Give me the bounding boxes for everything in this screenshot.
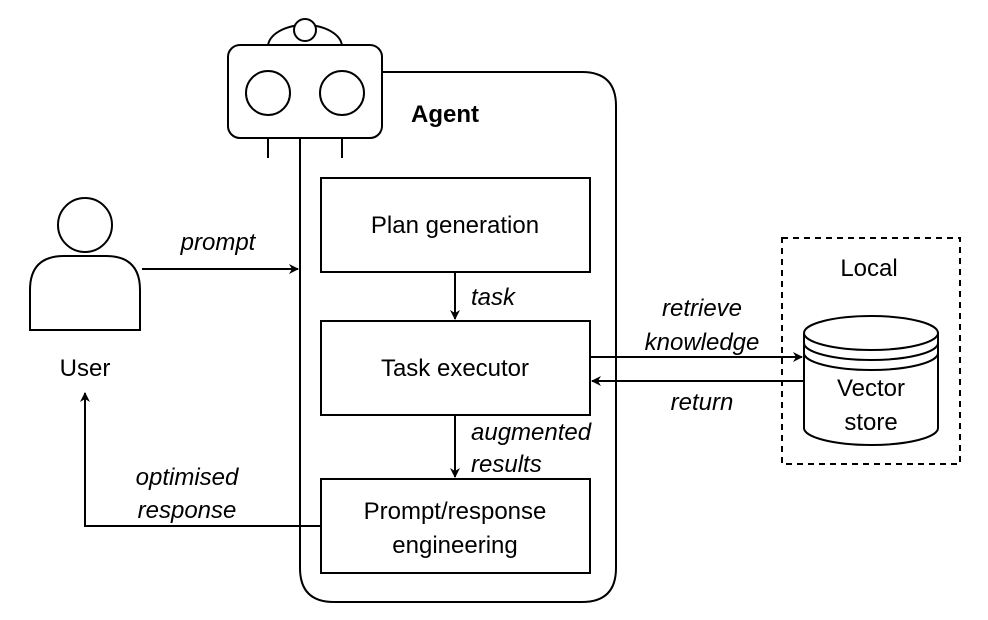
prompt-engineering-box	[320, 478, 591, 574]
agent-title: Agent	[411, 101, 479, 128]
user-label: User	[60, 355, 111, 382]
prompt-edge-label: prompt	[180, 229, 257, 256]
augmented-edge-label-line2: results	[471, 451, 542, 478]
optimised-edge-label-line2: response	[138, 497, 237, 524]
retrieve-edge-label-line1: retrieve	[662, 295, 742, 322]
local-container	[781, 237, 961, 465]
robot-icon	[227, 18, 383, 158]
task-executor-label: Task executor	[381, 355, 529, 382]
vector-store-label-line2: store	[844, 409, 897, 436]
optimised-response-arrow	[80, 392, 321, 527]
augmented-edge-label-line1: augmented	[471, 419, 592, 446]
user-icon	[29, 197, 141, 331]
plan-generation-label: Plan generation	[371, 212, 539, 239]
vector-store-icon	[803, 315, 939, 446]
agent-container	[299, 71, 617, 603]
task-edge-label: task	[471, 284, 517, 311]
optimised-edge-label-line1: optimised	[136, 464, 239, 491]
retrieve-edge-label-line2: knowledge	[645, 329, 760, 356]
prompt-engineering-label-line1: Prompt/response	[364, 498, 547, 525]
return-edge-label: return	[671, 389, 734, 416]
local-label: Local	[840, 255, 897, 282]
prompt-engineering-label-line2: engineering	[392, 532, 517, 559]
vector-store-label-line1: Vector	[837, 375, 905, 402]
task-executor-box	[320, 320, 591, 416]
